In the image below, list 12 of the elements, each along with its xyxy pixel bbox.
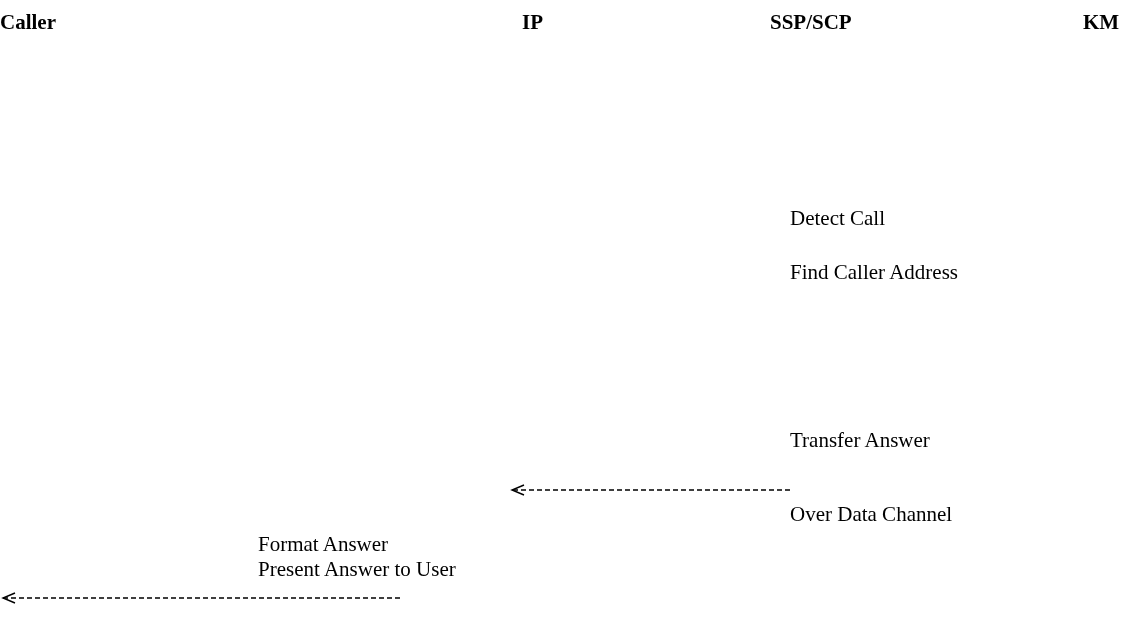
step-text: Format Answer (258, 532, 389, 556)
column-heading: SSP/SCP (770, 10, 852, 34)
step-text: Detect Call (790, 206, 886, 230)
column-heading: IP (522, 10, 543, 34)
step-text: Over Data Channel (790, 502, 953, 526)
step-text: Transfer Answer (790, 428, 930, 452)
step-text: Present Answer to User (258, 557, 456, 581)
column-heading: KM (1083, 10, 1120, 34)
dashed-arrow (511, 484, 791, 496)
step-text: Find Caller Address (790, 260, 958, 284)
column-heading: Caller (0, 10, 56, 34)
dashed-arrow (2, 592, 401, 604)
